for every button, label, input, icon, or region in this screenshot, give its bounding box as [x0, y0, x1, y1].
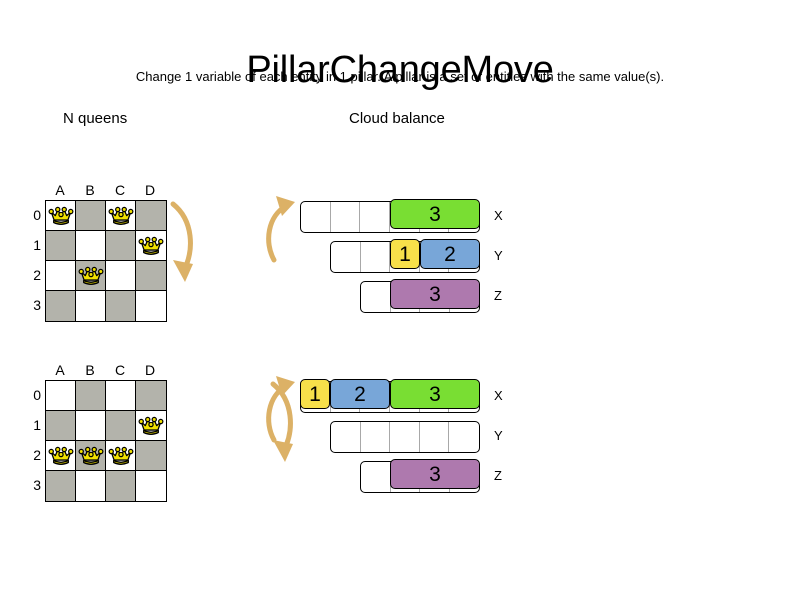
cloud-bar-cell: [390, 422, 420, 452]
board-cell-B3[interactable]: [76, 471, 106, 501]
cloud-bar-cell: [420, 422, 450, 452]
board-cell-D1[interactable]: [136, 411, 166, 441]
board-cell-A0[interactable]: [46, 381, 76, 411]
cloud-bar-cell: [361, 282, 391, 312]
rank-label: 1: [33, 417, 41, 433]
board-file-labels: A B C D: [45, 180, 165, 200]
cloud-bar-cell: [361, 422, 391, 452]
board-cell-B3[interactable]: [76, 291, 106, 321]
cloud-segment-Z-3[interactable]: 3: [390, 279, 480, 309]
board-cell-C0[interactable]: [106, 201, 136, 231]
cloud-bar-cell: [301, 202, 331, 232]
board-cell-B0[interactable]: [76, 381, 106, 411]
board-cell-B2[interactable]: [76, 261, 106, 291]
cloud-arrow-before-icon: [262, 194, 302, 271]
board-cell-C1[interactable]: [106, 411, 136, 441]
board-cell-A2[interactable]: [46, 441, 76, 471]
page-title: PillarChangeMove: [246, 49, 554, 92]
cloud-segment-X-3[interactable]: 3: [390, 379, 480, 409]
board-cell-A3[interactable]: [46, 471, 76, 501]
rank-label: 3: [33, 297, 41, 313]
board-cell-C3[interactable]: [106, 291, 136, 321]
queen-icon: [78, 266, 103, 285]
rank-label: 0: [33, 207, 41, 223]
board-cell-C0[interactable]: [106, 381, 136, 411]
rank-label: 2: [33, 447, 41, 463]
cloud-bar-cell: [331, 422, 361, 452]
file-label: D: [144, 182, 156, 198]
cloud-segment-X-3[interactable]: 3: [390, 199, 480, 229]
file-label: A: [55, 362, 65, 378]
board-cell-A1[interactable]: [46, 231, 76, 261]
queen-icon: [108, 446, 133, 465]
board-cell-A3[interactable]: [46, 291, 76, 321]
cloud-bar-cell: [449, 422, 479, 452]
file-label: B: [85, 182, 95, 198]
board-cell-B0[interactable]: [76, 201, 106, 231]
board-cell-D3[interactable]: [136, 291, 166, 321]
queen-icon: [48, 446, 73, 465]
board-cell-B1[interactable]: [76, 231, 106, 261]
file-label: C: [114, 182, 126, 198]
nqueens-arrow-before-icon: [163, 198, 203, 293]
cloud-row-label-X: X: [494, 388, 503, 403]
cloud-segment-X-1[interactable]: 1: [300, 379, 330, 409]
board-cell-A1[interactable]: [46, 411, 76, 441]
cloud-segment-Y-2[interactable]: 2: [420, 239, 480, 269]
cloud-segment-Y-1[interactable]: 1: [390, 239, 420, 269]
board-cell-C1[interactable]: [106, 231, 136, 261]
board-cell-D0[interactable]: [136, 201, 166, 231]
cloud-row-label-Y: Y: [494, 248, 503, 263]
cloud-row-label-X: X: [494, 208, 503, 223]
rank-label: 3: [33, 477, 41, 493]
queen-icon: [78, 446, 103, 465]
board-cell-D2[interactable]: [136, 261, 166, 291]
cloud-bar-cell: [331, 242, 361, 272]
board-cell-A0[interactable]: [46, 201, 76, 231]
page-subtitle: Change 1 variable of each entity in 1 pi…: [135, 69, 665, 84]
chess-board-grid: [45, 380, 167, 502]
board-cell-D1[interactable]: [136, 231, 166, 261]
queen-icon: [108, 206, 133, 225]
cloud-segment-Z-3[interactable]: 3: [390, 459, 480, 489]
cloud-bar-Y[interactable]: [330, 421, 480, 453]
cloud-segment-X-2[interactable]: 2: [330, 379, 390, 409]
board-cell-C3[interactable]: [106, 471, 136, 501]
board-cell-D2[interactable]: [136, 441, 166, 471]
board-cell-D0[interactable]: [136, 381, 166, 411]
cloud-bar-cell: [360, 202, 391, 232]
cloud-arrow-after-icon: [262, 374, 302, 451]
cloud-row-label-Y: Y: [494, 428, 503, 443]
board-cell-B1[interactable]: [76, 411, 106, 441]
cloud-row-label-Z: Z: [494, 468, 502, 483]
board-cell-C2[interactable]: [106, 261, 136, 291]
rank-label: 1: [33, 237, 41, 253]
board-file-labels: A B C D: [45, 360, 165, 380]
section-heading-cloud: Cloud balance: [349, 110, 445, 127]
board-cell-D3[interactable]: [136, 471, 166, 501]
board-rank-labels: 0 1 2 3: [27, 200, 41, 320]
cloud-bar-cell: [361, 242, 391, 272]
board-cell-C2[interactable]: [106, 441, 136, 471]
file-label: C: [114, 362, 126, 378]
file-label: A: [55, 182, 65, 198]
nqueens-arrow-after-icon: [263, 378, 303, 473]
board-rank-labels: 0 1 2 3: [27, 380, 41, 500]
queen-icon: [48, 206, 73, 225]
rank-label: 0: [33, 387, 41, 403]
board-cell-A2[interactable]: [46, 261, 76, 291]
board-cell-B2[interactable]: [76, 441, 106, 471]
cloud-bar-cell: [331, 202, 361, 232]
cloud-bar-cell: [361, 462, 391, 492]
rank-label: 2: [33, 267, 41, 283]
file-label: B: [85, 362, 95, 378]
file-label: D: [144, 362, 156, 378]
cloud-row-label-Z: Z: [494, 288, 502, 303]
section-heading-nqueens: N queens: [63, 110, 128, 127]
queen-icon: [138, 236, 164, 255]
chess-board-grid: [45, 200, 167, 322]
queen-icon: [138, 416, 164, 435]
